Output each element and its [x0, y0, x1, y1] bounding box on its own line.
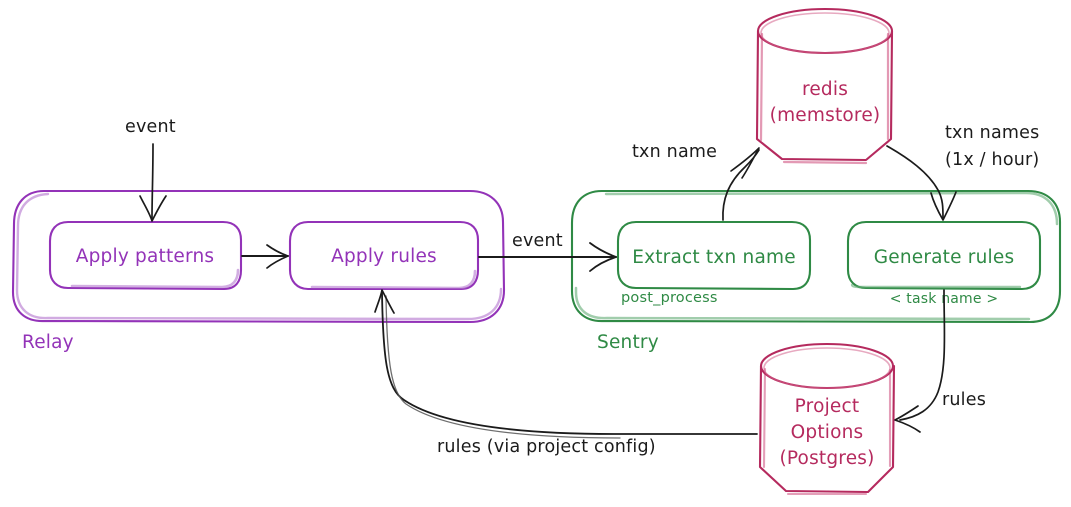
sentry-container-outline-shadow — [574, 191, 1059, 321]
edge-txn-name-arrowhead — [730, 147, 760, 179]
edge-event-in-label: event — [125, 117, 176, 137]
apply-patterns-box — [48, 220, 243, 291]
edge-rules-to-db: rules — [894, 289, 986, 433]
datastore-redis[interactable]: redis (memstore) — [755, 7, 894, 165]
edge-txn-names: txn names (1x / hour) — [886, 123, 1039, 221]
edge-rules-to-db-arrowhead — [894, 405, 921, 433]
edge-txn-name-label: txn name — [632, 142, 717, 162]
edge-patterns-to-rules-arrowhead — [266, 244, 289, 269]
generate-rules-label: Generate rules — [874, 247, 1015, 268]
edge-txn-name-line — [722, 149, 760, 221]
edge-txn-names-line — [886, 145, 944, 219]
apply-patterns-label: Apply patterns — [76, 246, 215, 267]
node-extract-txn-name[interactable]: Extract txn name post_process — [616, 220, 812, 306]
extract-txn-name-label: Extract txn name — [632, 247, 796, 268]
edge-patterns-to-rules — [241, 244, 289, 269]
group-relay: Apply patterns Apply rules Relay — [11, 189, 506, 353]
extract-txn-name-box — [616, 220, 812, 291]
project-options-cylinder-body-shadow — [762, 367, 892, 496]
edge-event-to-sentry-label: event — [512, 231, 563, 251]
generate-rules-box — [846, 220, 1042, 291]
edge-event-in-line — [151, 143, 154, 219]
relay-container-outline-shadow — [15, 192, 503, 321]
project-options-cylinder-body — [758, 364, 896, 494]
edge-rules-to-db-label: rules — [942, 390, 986, 410]
redis-cylinder-top-shadow — [760, 12, 890, 54]
extract-txn-name-sublabel: post_process — [621, 290, 718, 306]
apply-rules-box-shadow — [310, 269, 477, 290]
relay-container-outline — [11, 189, 506, 324]
edge-txn-names-label-line2: (1x / hour) — [945, 150, 1039, 170]
sentry-group-label: Sentry — [597, 332, 659, 353]
project-options-label-line1: Project — [795, 396, 860, 417]
edge-rules-to-db-line — [899, 289, 946, 421]
node-apply-rules[interactable]: Apply rules — [288, 220, 480, 291]
edge-event-in-arrowhead — [139, 195, 167, 222]
node-apply-patterns[interactable]: Apply patterns — [48, 220, 243, 291]
edge-event-to-sentry: event — [477, 231, 618, 272]
project-options-label-line3: (Postgres) — [779, 448, 874, 469]
edge-event-to-sentry-arrowhead — [589, 242, 617, 272]
edge-rules-to-relay-arrowhead — [374, 289, 395, 314]
redis-label-line2: (memstore) — [770, 105, 881, 126]
edge-rules-to-relay-line-double — [385, 295, 621, 439]
edge-event-in: event — [125, 117, 176, 222]
relay-group-label: Relay — [22, 332, 74, 353]
apply-rules-label: Apply rules — [331, 246, 437, 267]
project-options-label-line2: Options — [791, 422, 864, 443]
redis-cylinder-body — [755, 29, 894, 162]
edge-rules-to-relay: rules (via project config) — [374, 289, 758, 457]
apply-patterns-box-shadow — [70, 268, 240, 289]
redis-cylinder-body-shadow — [759, 32, 890, 165]
datastore-project-options[interactable]: Project Options (Postgres) — [758, 342, 896, 496]
edge-rules-to-relay-label: rules (via project config) — [437, 437, 656, 457]
edge-txn-name: txn name — [632, 142, 760, 221]
edge-txn-names-label-line1: txn names — [945, 123, 1039, 143]
edge-txn-names-arrowhead — [930, 191, 957, 221]
generate-rules-box-shadow — [850, 283, 1022, 289]
group-sentry: Extract txn name post_process Generate r… — [570, 189, 1062, 353]
sentry-container-outline — [570, 189, 1062, 324]
edge-rules-to-relay-line — [381, 291, 758, 435]
project-options-cylinder-top-shadow — [763, 347, 891, 389]
redis-label-line1: redis — [802, 79, 848, 100]
